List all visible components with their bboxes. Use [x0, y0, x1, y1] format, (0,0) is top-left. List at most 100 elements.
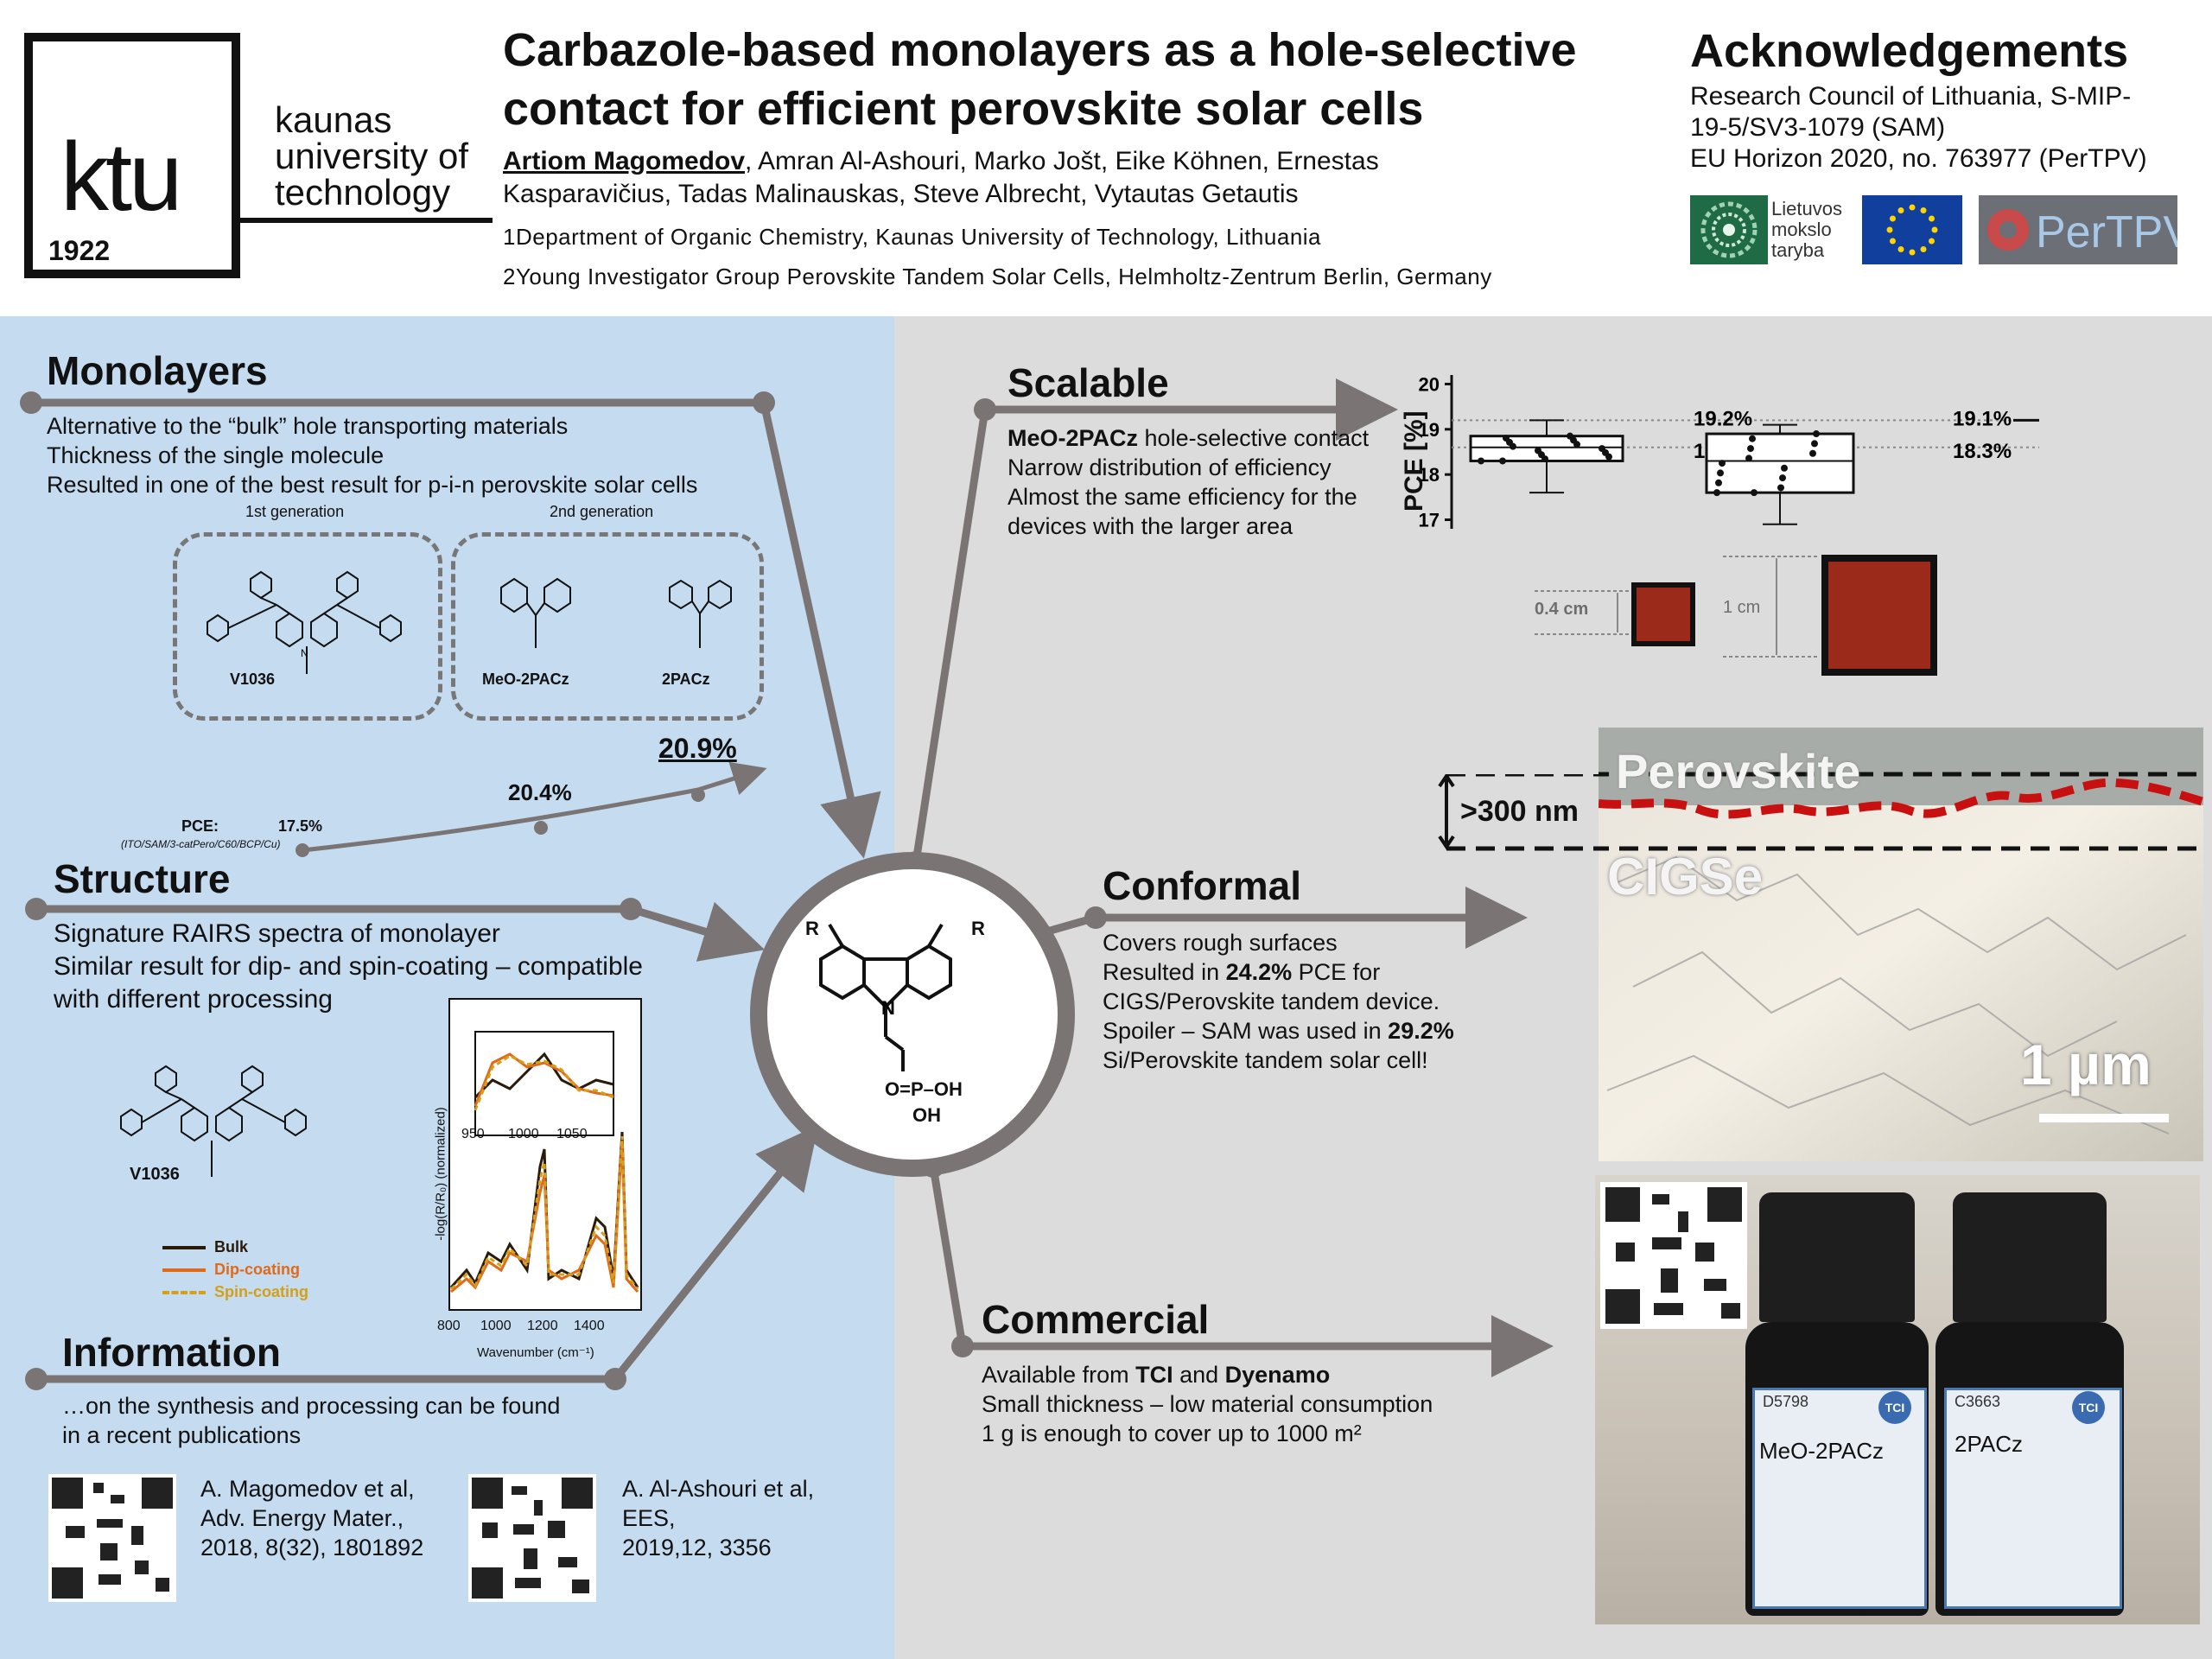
meo-2pacz-molecule-icon	[500, 577, 571, 648]
conformal-pce-bold: 24.2%	[1225, 959, 1293, 985]
conformal-heading: Conformal	[1103, 863, 1301, 908]
first-generation-label: 1st generation	[245, 503, 345, 520]
structure-line-2: Similar result for dip- and spin-coating…	[54, 952, 643, 981]
bottle-2-name: 2PACz	[1955, 1431, 2023, 1457]
bottle-1-brand: TCI	[1878, 1391, 1911, 1424]
box-iqr	[1705, 432, 1855, 494]
box-data-point	[1719, 460, 1726, 467]
box-data-point	[1781, 464, 1788, 472]
scalable-line-4: devices with the larger area	[1007, 513, 1294, 539]
conformal-line-2b: PCE for	[1292, 959, 1381, 985]
thickness-label: >300 nm	[1460, 795, 1580, 828]
ktu-university-name: kaunas university of technology	[275, 102, 468, 211]
v1036-structure-molecule-icon	[120, 1065, 307, 1177]
pce-y-tick-label: 18	[1419, 464, 1440, 486]
box-data-point	[1717, 469, 1724, 477]
thickness-brace	[1438, 774, 1599, 851]
average-value-label: 18.3%	[1953, 440, 2012, 463]
rairs-spectra-plot	[448, 998, 642, 1311]
second-generation-box	[451, 532, 764, 721]
eu-star	[1920, 207, 1927, 213]
box-data-point	[1747, 445, 1754, 453]
commercial-dyenamo: Dyenamo	[1224, 1362, 1331, 1388]
conformal-line-4a: Spoiler – SAM was used in	[1103, 1018, 1389, 1044]
ack-line-3: EU Horizon 2020, no. 763977 (PerTPV)	[1690, 144, 2147, 173]
spectra-legend: Bulk Dip-coating Spin-coating	[162, 1236, 308, 1303]
information-line-1: …on the synthesis and processing can be …	[62, 1393, 561, 1419]
svg-text:N: N	[301, 647, 308, 659]
pce-device-stack: (ITO/SAM/3-catPero/C60/BCP/Cu)	[121, 838, 281, 850]
ref2-line-3: 2019,12, 3356	[622, 1535, 772, 1560]
box-data-point	[1745, 454, 1752, 462]
eu-star	[1897, 207, 1904, 213]
monolayers-text: Alternative to the “bulk” hole transport…	[47, 411, 697, 499]
lead-author: Artiom Magomedov	[503, 147, 746, 175]
x-tick-1200: 1200	[527, 1319, 558, 1333]
ktu-logo-text: ktu	[60, 123, 182, 231]
pce-value-meo: 20.4%	[508, 779, 572, 805]
monolayers-line-1: Alternative to the “bulk” hole transport…	[47, 413, 569, 439]
carbazole-molecule-icon: N	[819, 923, 952, 1071]
ref2-line-2: EES,	[622, 1505, 676, 1531]
scalable-line-2: Narrow distribution of efficiency	[1007, 454, 1332, 480]
bottle-1-code: D5798	[1763, 1393, 1809, 1410]
box-data-point	[1715, 479, 1722, 486]
inset-tick-950: 950	[461, 1127, 485, 1141]
qr-code-product-icon[interactable]	[1600, 1182, 1747, 1329]
best-value-label: 19.1%	[1953, 407, 2012, 430]
title-line-2: contact for efficient perovskite solar c…	[503, 83, 1424, 135]
title-line-1: Carbazole-based monolayers as a hole-sel…	[503, 24, 1577, 76]
conformal-line-5: Si/Perovskite tandem solar cell!	[1103, 1047, 1428, 1073]
pce-y-label: PCE [%]	[1400, 410, 1428, 512]
commercial-line-3: 1 g is enough to cover up to 1000 m²	[982, 1421, 1362, 1446]
lmt-line-3: taryba	[1771, 239, 1825, 261]
area-small-label: 0.4 cm	[1535, 600, 1589, 619]
bottle-2-code: C3663	[1955, 1393, 2001, 1410]
box-data-point	[1811, 440, 1818, 448]
svg-text:N: N	[881, 997, 895, 1019]
commercial-line-1b: and	[1173, 1362, 1225, 1388]
eu-star	[1886, 226, 1893, 233]
affiliation-2: 2Young Investigator Group Perovskite Tan…	[503, 264, 1492, 289]
eu-star	[1920, 246, 1927, 253]
inset-tick-1000: 1000	[508, 1127, 539, 1141]
x-axis-label: Wavenumber (cm⁻¹)	[477, 1345, 594, 1360]
large-area-device	[1821, 555, 1937, 676]
pertpv-logo-icon: PerTPV	[1979, 195, 2177, 264]
ref2-line-1: A. Al-Ashouri et al,	[622, 1476, 815, 1502]
conformal-line-1: Covers rough surfaces	[1103, 930, 1338, 956]
ktu-logo-rule	[240, 218, 493, 223]
information-line-2: in a recent publications	[62, 1422, 302, 1448]
reference-1: A. Magomedov et al, Adv. Energy Mater., …	[200, 1474, 423, 1562]
qr-code-ref1-icon[interactable]	[48, 1474, 176, 1602]
bottle-1-label	[1752, 1388, 1927, 1609]
2pacz-molecule-icon	[669, 579, 732, 648]
best-value-label: 19.2%	[1694, 407, 1752, 430]
conformal-29-bold: 29.2%	[1388, 1018, 1454, 1044]
qr-code-ref2-icon[interactable]	[468, 1474, 596, 1602]
monolayers-heading: Monolayers	[47, 348, 268, 393]
box-data-point	[1777, 484, 1784, 492]
bottle-2-brand: TCI	[2072, 1391, 2105, 1424]
phosphonic-acid-line2: OH	[912, 1104, 941, 1126]
box-data-point	[1809, 449, 1816, 457]
scalable-text: MeO-2PACz hole-selective contact Narrow …	[1007, 423, 1369, 541]
acknowledgements-title: Acknowledgements	[1690, 25, 2129, 77]
poster-title: Carbazole-based monolayers as a hole-sel…	[503, 21, 1661, 138]
substituent-right: R	[971, 918, 985, 939]
phosphonic-acid-line1: O=P–OH	[885, 1078, 963, 1100]
box-data-point	[1499, 457, 1506, 465]
lmt-logo-icon	[1690, 195, 1768, 264]
inset-tick-1050: 1050	[556, 1127, 588, 1141]
conformal-line-2a: Resulted in	[1103, 959, 1226, 985]
bottle-1-name: MeO-2PACz	[1759, 1438, 1884, 1464]
box-data-point	[1713, 489, 1720, 497]
x-tick-1000: 1000	[480, 1319, 512, 1333]
sem-cross-section-image	[1599, 728, 2203, 1161]
scalable-bold: MeO-2PACz	[1007, 425, 1139, 451]
eu-star	[1889, 215, 1896, 222]
commercial-line-1a: Available from	[982, 1362, 1136, 1388]
lmt-line-1: Lietuvos	[1771, 198, 1842, 219]
acknowledgements-text: Research Council of Lithuania, S-MIP- 19…	[1690, 81, 2191, 175]
